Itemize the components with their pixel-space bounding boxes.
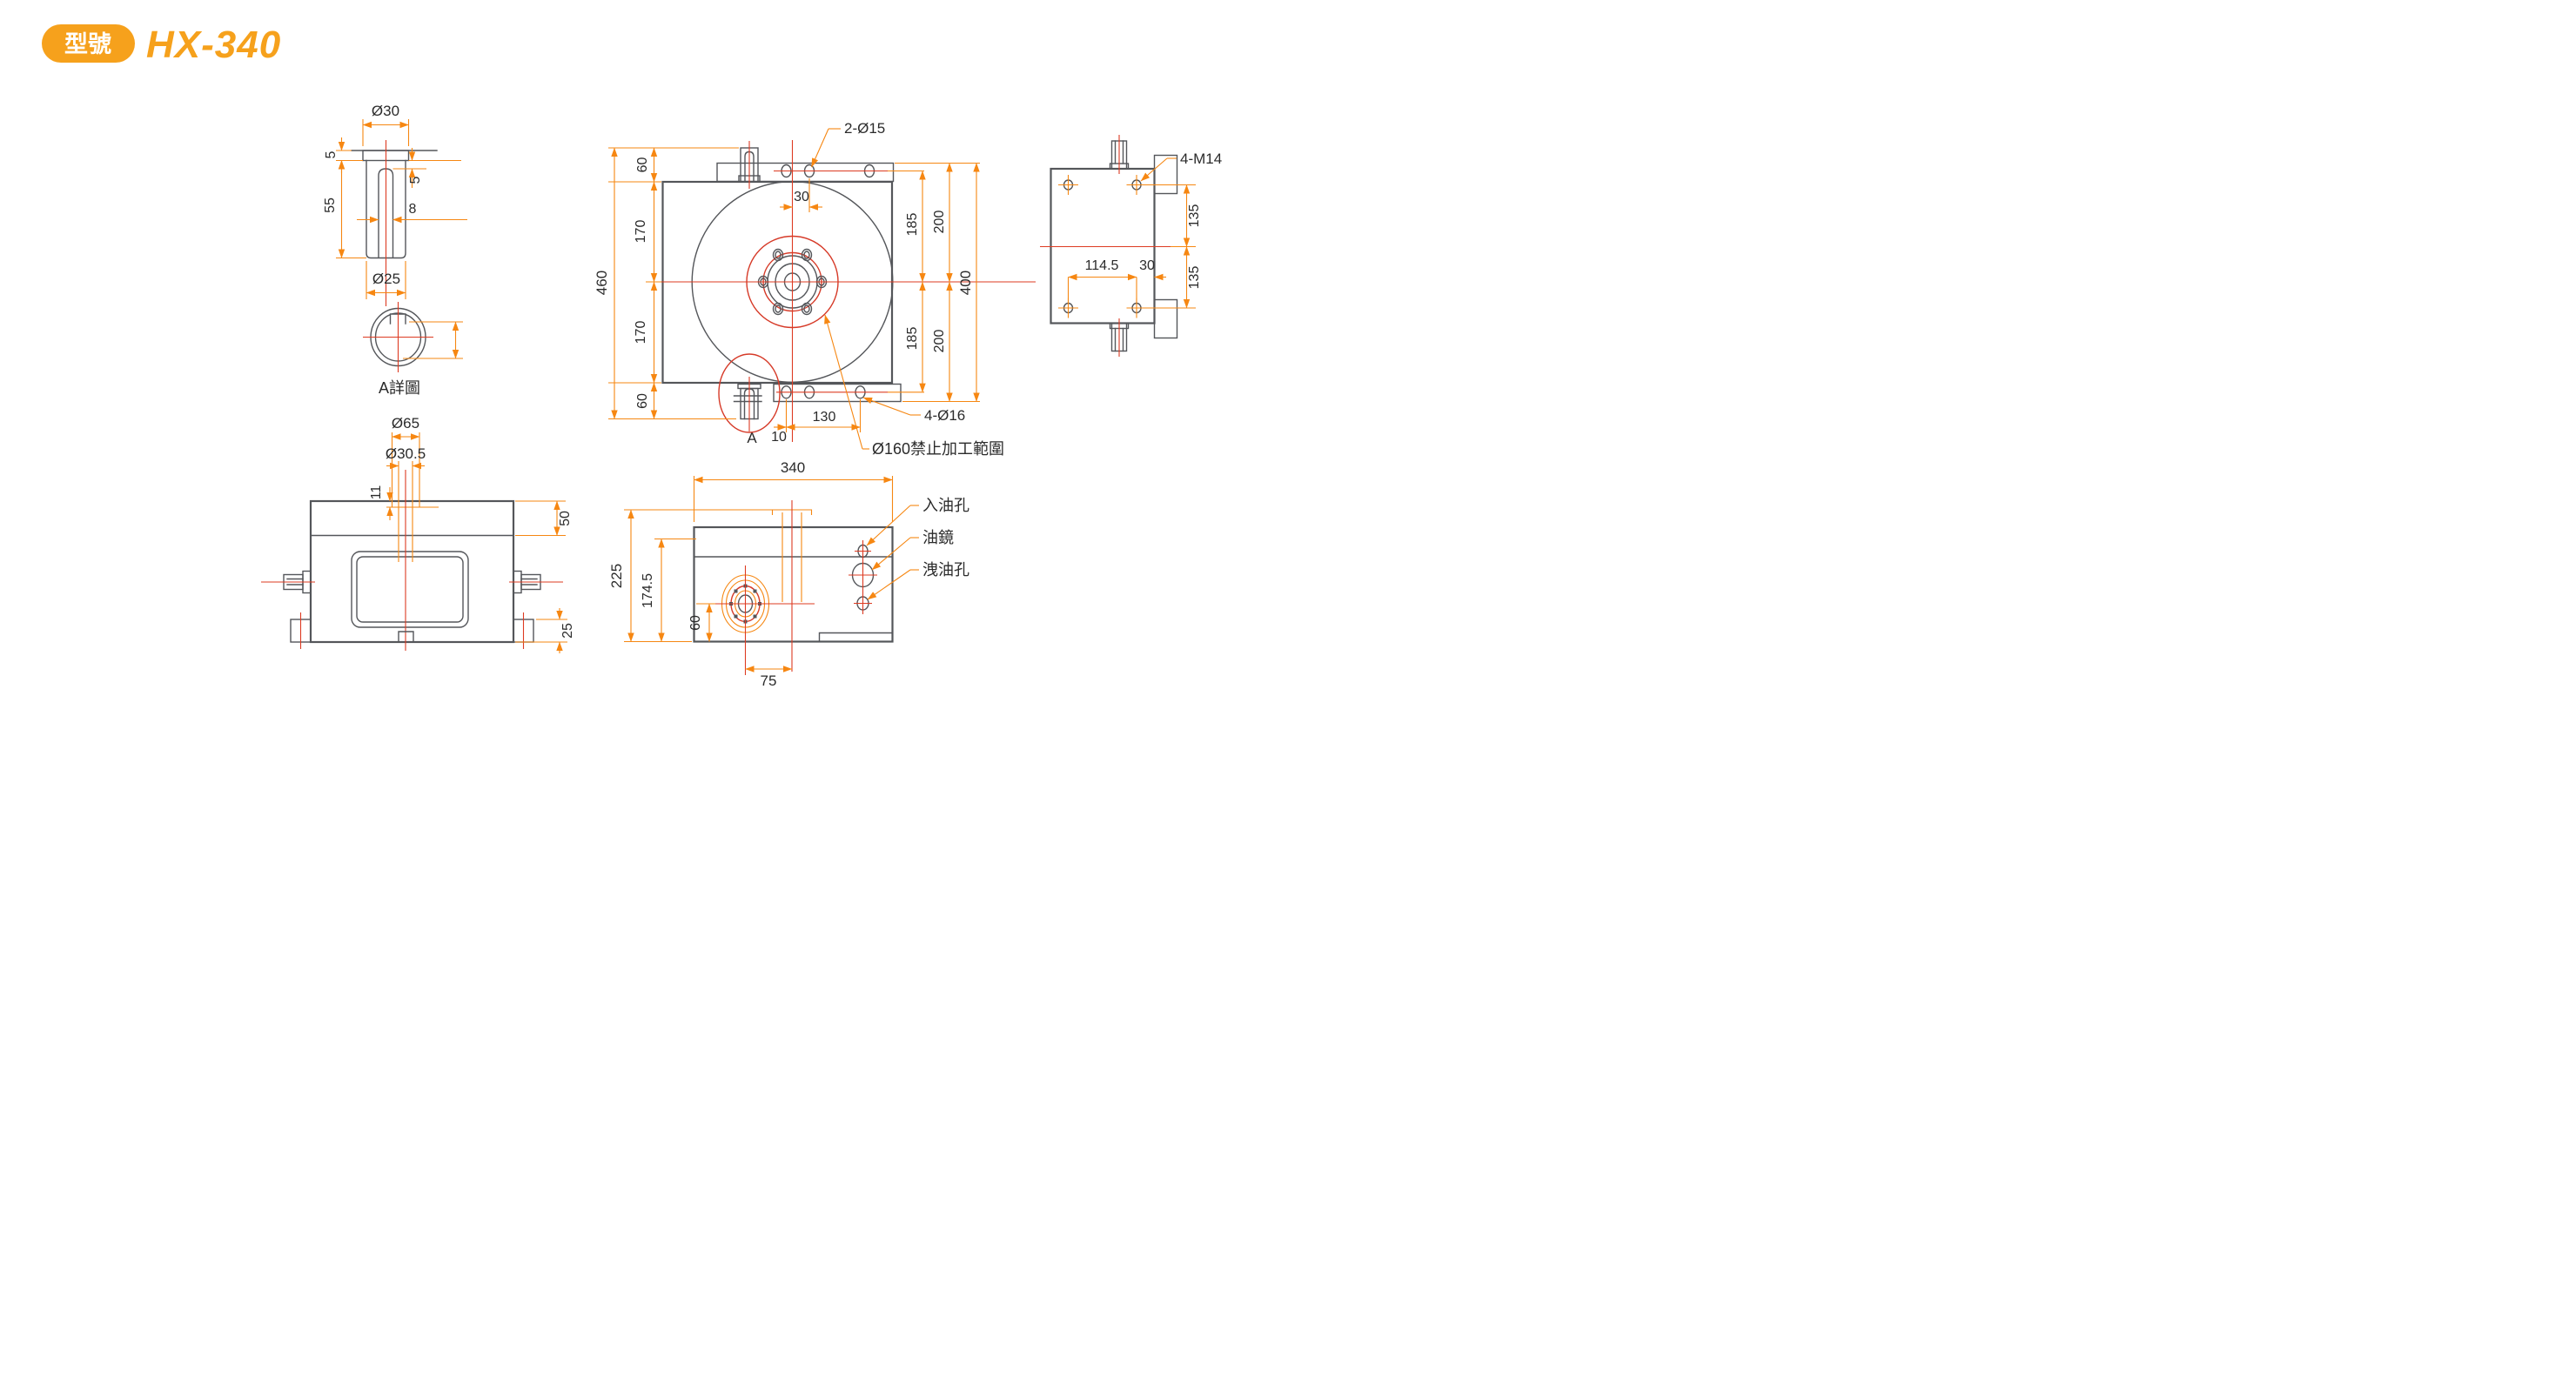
detail-a-circle-mark <box>718 353 781 433</box>
dim-30: 30 <box>1139 258 1155 273</box>
leader-line <box>867 569 911 600</box>
model-badge-label: 型號 <box>64 31 111 57</box>
dim-slot-w8: 8 <box>409 202 417 217</box>
leader-line <box>871 537 911 571</box>
dim-flange5: 5 <box>324 151 339 158</box>
dim-170-top: 170 <box>634 220 648 244</box>
window-outer <box>351 551 469 628</box>
model-number: HX-340 <box>146 23 281 66</box>
dim-slot-offset5: 5 <box>408 176 423 184</box>
callout-4xd16: 4-Ø16 <box>924 407 965 424</box>
callout-2xd15: 2-Ø15 <box>844 120 885 137</box>
dim-dia25: Ø25 <box>372 271 400 287</box>
tab-top <box>1153 154 1178 195</box>
dim-135-bot: 135 <box>1187 266 1202 290</box>
dim-130: 130 <box>813 410 836 425</box>
oil-side-view: 入油孔 油鏡 洩油孔 340 225 174.5 60 75 <box>608 459 969 689</box>
dim-135-top: 135 <box>1187 204 1202 228</box>
leader-line <box>810 128 829 168</box>
dim-75: 75 <box>761 672 777 689</box>
callout-forbidden-zone: Ø160禁止加工範圍 <box>872 440 1004 458</box>
pin-detail-view: Ø30 5 55 5 8 Ø25 <box>323 103 467 306</box>
dim-114-5: 114.5 <box>1085 258 1119 273</box>
drain-notch <box>398 631 414 643</box>
dim-60-top: 60 <box>635 157 650 173</box>
dim-dia65: Ø65 <box>392 415 419 432</box>
dim-25: 25 <box>560 623 575 639</box>
bearing-flange <box>712 565 815 646</box>
window-inner <box>356 556 464 623</box>
leader-line <box>862 397 911 416</box>
dim-50: 50 <box>558 511 573 526</box>
label-oil-sight: 油鏡 <box>922 529 954 546</box>
side-view: 4-M14 135 135 114.5 30 <box>1040 135 1222 357</box>
base-step <box>818 632 894 643</box>
top-view: 460 60 170 170 60 185 200 185 200 400 2-… <box>594 120 1036 458</box>
callout-4xm14: 4-M14 <box>1180 151 1222 167</box>
header: 型號 HX-340 <box>42 23 281 66</box>
leader-line <box>866 505 911 546</box>
detail-caption: A詳圖 <box>379 379 420 397</box>
dim-340: 340 <box>781 459 805 476</box>
leader-line <box>1140 157 1168 182</box>
top-clamp-plate <box>716 162 895 183</box>
body-outline <box>693 525 894 643</box>
dim-30: 30 <box>794 190 809 204</box>
dim-185-bot: 185 <box>905 327 920 351</box>
dim-200-bot: 200 <box>932 330 947 353</box>
dim-460: 460 <box>594 271 610 295</box>
label-oil-drain: 洩油孔 <box>922 561 969 579</box>
dim-60: 60 <box>688 615 703 631</box>
drawing-page: 型號 HX-340 Ø30 5 55 5 8 <box>0 0 1288 692</box>
dim-170-bot: 170 <box>634 321 648 345</box>
tapped-holes <box>1058 175 1147 318</box>
tab-bottom <box>1153 298 1178 339</box>
dim-185-top: 185 <box>905 213 920 237</box>
bottom-clamp-plate <box>773 383 902 403</box>
dim-dia30: Ø30 <box>372 103 399 119</box>
dim-dia30-5: Ø30.5 <box>386 445 426 462</box>
detail-a-mark: A <box>747 430 757 446</box>
detail-a-view: A詳圖 <box>363 302 463 397</box>
model-badge-pill <box>42 24 135 63</box>
dim-200-top: 200 <box>932 211 947 234</box>
body-outline <box>1050 167 1156 325</box>
dim-60-bot: 60 <box>635 393 650 409</box>
dim-11: 11 <box>369 485 384 500</box>
dim-225: 225 <box>608 564 625 588</box>
leader-line <box>824 314 863 450</box>
dim-10: 10 <box>771 430 787 445</box>
label-oil-inlet: 入油孔 <box>922 497 969 514</box>
dim-400: 400 <box>957 271 974 295</box>
dim-174-5: 174.5 <box>641 573 655 608</box>
front-view: Ø65 Ø30.5 11 50 25 <box>261 415 575 653</box>
dim-shaft55: 55 <box>323 197 338 213</box>
drawing-canvas: 型號 HX-340 Ø30 5 55 5 8 <box>42 23 1222 689</box>
